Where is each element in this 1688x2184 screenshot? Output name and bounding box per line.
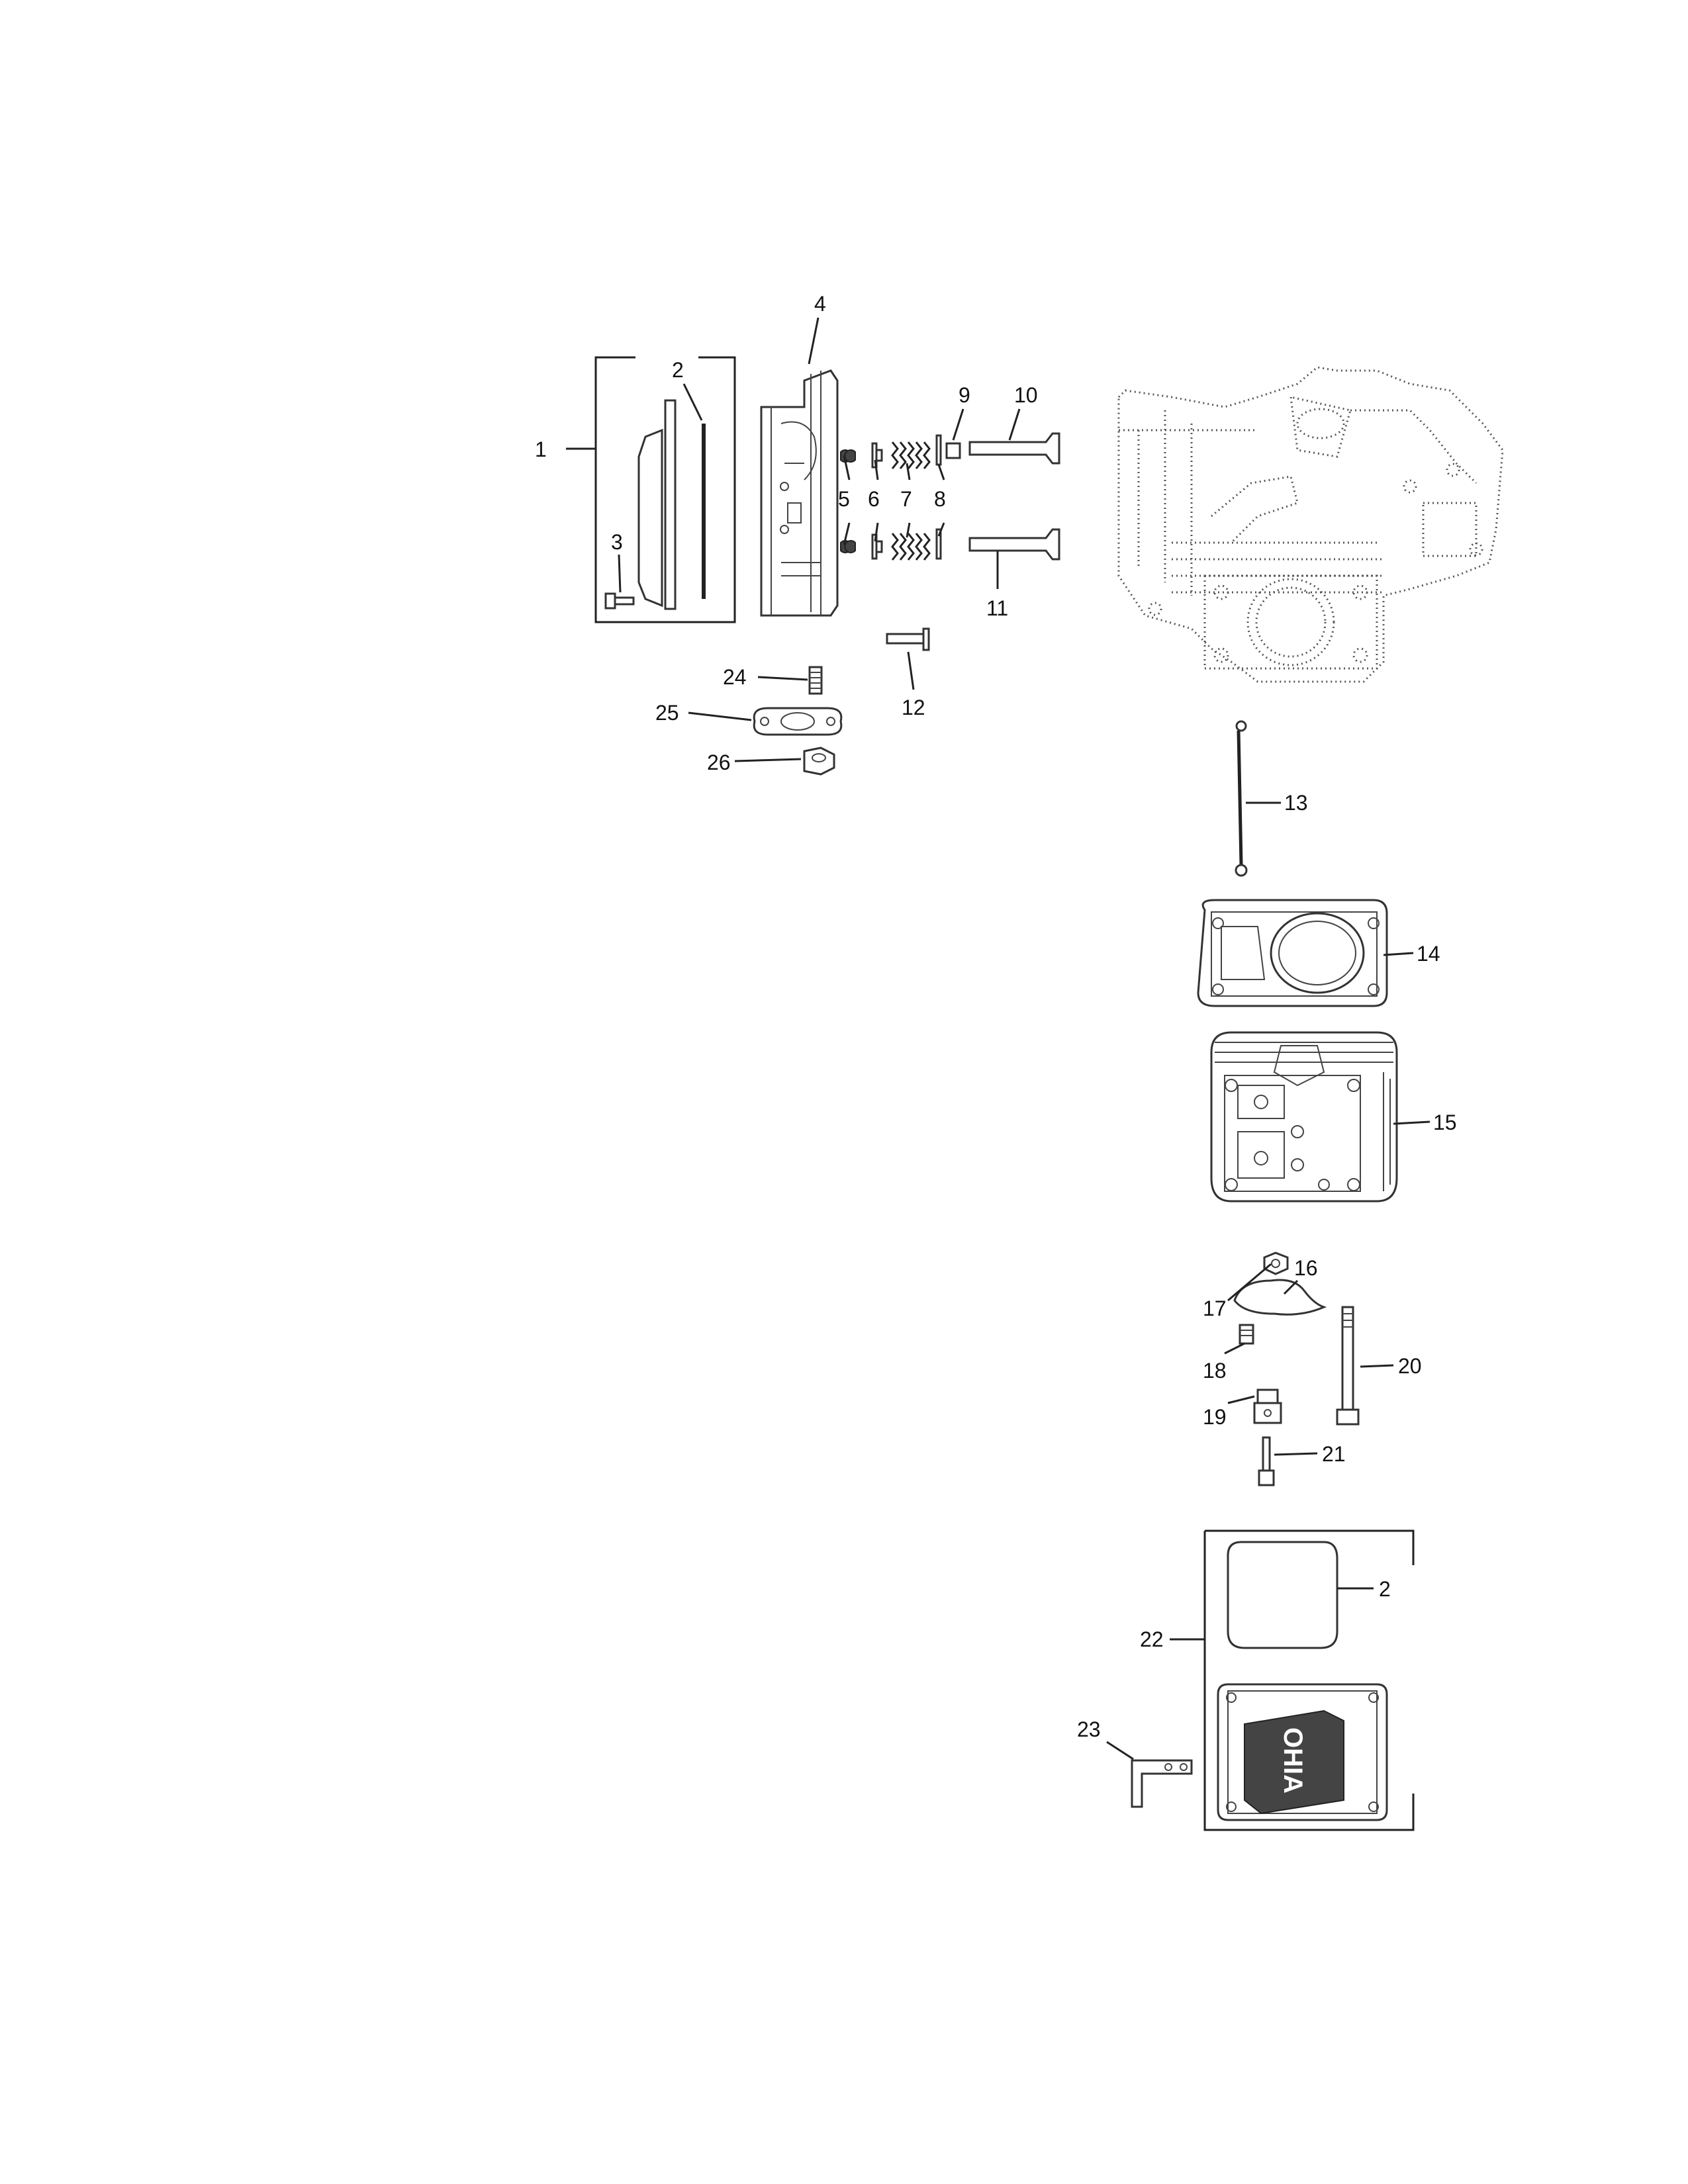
cover-bolt <box>604 592 635 610</box>
callout-14: 14 <box>1417 942 1440 966</box>
rocker-cover-assembly: OHIA <box>1203 1529 1415 1831</box>
spring-retainer-upper <box>871 442 883 469</box>
valve-cap <box>945 442 961 459</box>
rocker-nut <box>1263 1251 1289 1275</box>
brand-text: OHIA <box>1278 1727 1307 1794</box>
valve-tappet <box>886 627 930 651</box>
cylinder-head-side <box>760 369 839 617</box>
callout-8: 8 <box>934 487 946 511</box>
valve-cover-assembly <box>594 356 736 623</box>
bracket-item-1 <box>594 356 736 623</box>
callout-2-lower: 2 <box>1379 1577 1391 1601</box>
callout-10: 10 <box>1014 383 1038 407</box>
rocker-cover: OHIA <box>1217 1683 1388 1821</box>
callout-7: 7 <box>900 487 912 511</box>
valve-train-lower <box>840 528 942 561</box>
rocker-stud <box>1239 1324 1254 1345</box>
callout-15: 15 <box>1433 1111 1457 1134</box>
exhaust-nut <box>803 747 835 776</box>
exhaust-valve <box>968 432 1060 465</box>
callout-2-upper: 2 <box>672 358 684 382</box>
callout-20: 20 <box>1398 1354 1422 1378</box>
callout-21: 21 <box>1322 1442 1346 1466</box>
callout-labels: 1 2 3 4 5 6 7 8 9 10 11 12 13 14 15 16 1… <box>535 292 1457 1741</box>
push-rod <box>1235 720 1248 877</box>
bracket-item-22 <box>1407 1529 1415 1831</box>
leader-lines <box>566 317 1430 1760</box>
head-gasket <box>1197 899 1388 1007</box>
cylinder-head <box>1210 1031 1398 1203</box>
callout-1: 1 <box>535 437 547 461</box>
callout-11: 11 <box>986 596 1008 620</box>
callout-24: 24 <box>723 665 747 689</box>
head-bolt <box>1336 1306 1360 1426</box>
callout-23: 23 <box>1077 1717 1101 1741</box>
callout-13: 13 <box>1284 791 1308 815</box>
valve-keeper-upper <box>840 449 856 463</box>
spring-retainer-lower <box>871 533 883 560</box>
callout-26: 26 <box>707 751 731 774</box>
callout-5: 5 <box>838 487 850 511</box>
valve-spring-upper <box>891 441 931 469</box>
exhaust-stud <box>808 666 823 695</box>
callout-4: 4 <box>814 292 826 316</box>
callout-3: 3 <box>611 530 623 554</box>
engine-block-reference <box>1117 366 1504 683</box>
small-bolt <box>1258 1436 1275 1486</box>
callout-9: 9 <box>959 383 970 407</box>
callout-16: 16 <box>1294 1256 1318 1280</box>
callout-6: 6 <box>868 487 880 511</box>
valve-train-upper <box>840 434 961 469</box>
valve-spring-lower <box>891 533 931 561</box>
valve-keeper-lower <box>840 540 856 553</box>
rocker-arm <box>1233 1279 1327 1316</box>
valve-cover-body <box>637 428 663 608</box>
exhaust-gasket <box>753 707 843 736</box>
callout-12: 12 <box>902 696 925 719</box>
brand-emboss-plate <box>1244 1709 1344 1815</box>
callout-19: 19 <box>1203 1405 1227 1429</box>
valve-seal-lower <box>935 528 942 560</box>
valve-seal-upper <box>935 434 942 466</box>
callout-22: 22 <box>1140 1627 1164 1651</box>
rocker-cover-gasket <box>1227 1541 1338 1649</box>
push-rod-guide <box>1253 1388 1282 1424</box>
callout-17: 17 <box>1203 1297 1227 1320</box>
intake-valve <box>968 528 1060 561</box>
valve-cover <box>664 399 677 610</box>
callout-25: 25 <box>655 701 679 725</box>
callout-18: 18 <box>1203 1359 1227 1383</box>
lift-bracket <box>1131 1759 1193 1808</box>
